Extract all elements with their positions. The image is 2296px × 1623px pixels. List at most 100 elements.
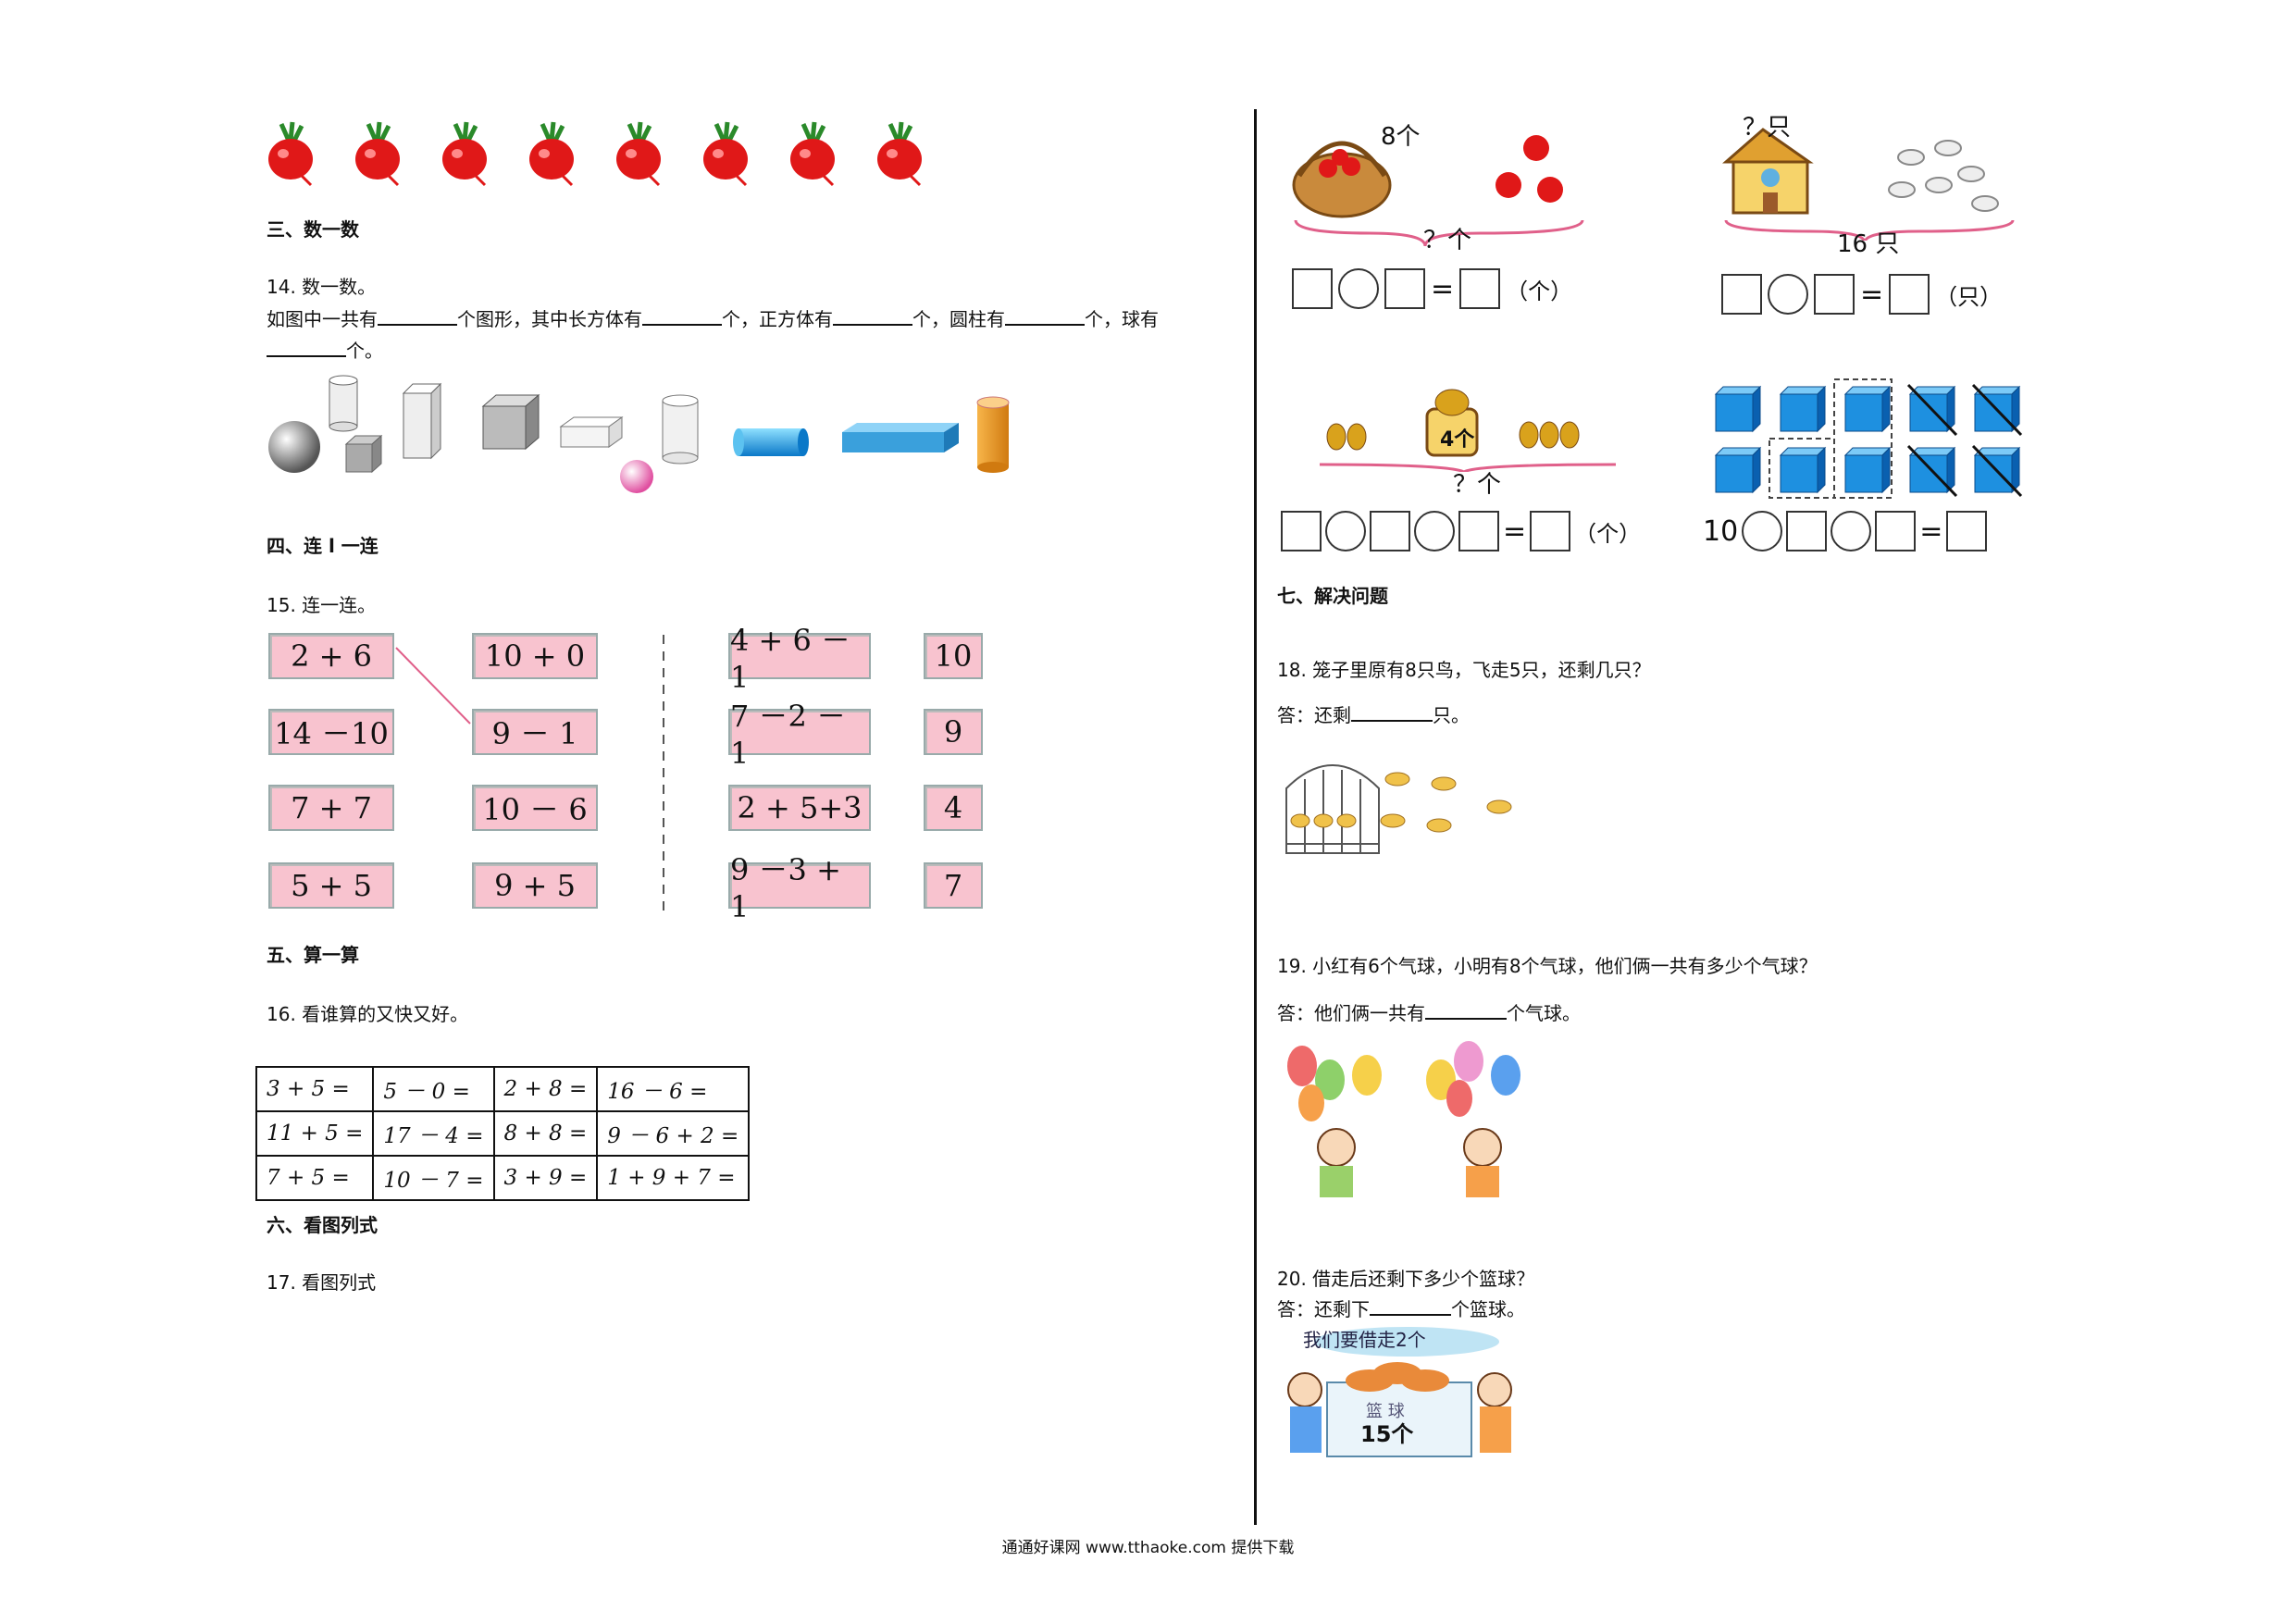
q20-box-count: 15个 <box>1360 1421 1414 1447</box>
calc-row: 11 + 5 =17 － 4 =8 + 8 =9 － 6 + 2 = <box>254 1110 751 1157</box>
operator-circle[interactable] <box>1325 511 1366 551</box>
cube-gray <box>481 393 540 451</box>
child-icon <box>1317 1128 1356 1197</box>
match-box[interactable]: 5 + 5 <box>268 862 394 909</box>
cube-icon <box>1779 446 1827 494</box>
cylinder-small <box>329 375 358 432</box>
q14-blank-total[interactable] <box>378 305 457 326</box>
match-box[interactable]: 9 + 5 <box>472 862 598 909</box>
match-box[interactable]: 7 <box>924 862 983 909</box>
q14-blank-cube[interactable] <box>833 305 912 326</box>
operator-circle[interactable] <box>1742 511 1783 551</box>
match-box[interactable]: 9 <box>924 709 983 755</box>
answer-box[interactable] <box>1459 268 1501 309</box>
q18-birdcage-illustration <box>1285 764 1512 854</box>
match-box[interactable]: 2 + 5+3 <box>728 785 871 831</box>
match-box[interactable]: 7 + 7 <box>268 785 394 831</box>
answer-box[interactable] <box>1458 511 1499 551</box>
q18-blank[interactable] <box>1351 701 1433 722</box>
calc-cell[interactable]: 7 + 5 = <box>254 1155 375 1201</box>
fig1-bottom-label: ？个 <box>1423 227 1472 254</box>
match-box[interactable]: 10 <box>924 633 983 679</box>
cylinder-white <box>662 394 699 465</box>
fig2-equation: =（只） <box>1721 274 2002 315</box>
q16-number: 16. 看谁算的又快又好。 <box>267 1003 469 1025</box>
q14-blank-cuboid[interactable] <box>642 305 722 326</box>
answer-box[interactable] <box>1370 511 1410 551</box>
answer-box[interactable] <box>1875 511 1917 551</box>
q19-answer: 答：他们俩一共有个气球。 <box>1277 999 1581 1026</box>
calc-cell[interactable]: 17 － 4 = <box>372 1110 495 1157</box>
speech-bubble <box>1314 1327 1499 1357</box>
calc-cell[interactable]: 3 + 9 = <box>492 1155 599 1201</box>
fig3-equation: =（个） <box>1281 511 1641 551</box>
calc-cell[interactable]: 8 + 8 = <box>492 1110 599 1157</box>
match-box[interactable]: 9 － 1 <box>472 709 598 755</box>
answer-box[interactable] <box>1281 511 1322 551</box>
calc-cell[interactable]: 2 + 8 = <box>492 1066 599 1112</box>
calc-cell[interactable]: 5 － 0 = <box>372 1066 495 1112</box>
q14-line2: 个。 <box>267 337 383 364</box>
q14-blank-sphere[interactable] <box>267 337 346 357</box>
answer-box[interactable] <box>1530 511 1571 551</box>
pineapple-icon <box>1326 421 1580 451</box>
calc-cell[interactable]: 1 + 9 + 7 = <box>596 1155 751 1201</box>
q19-balloon-children-illustration <box>1287 1041 1520 1197</box>
answer-box[interactable] <box>1292 268 1333 309</box>
calc-cell[interactable]: 9 － 6 + 2 = <box>596 1110 751 1157</box>
fig3-bottom-label: ？个 <box>1453 471 1502 499</box>
operator-circle[interactable] <box>1768 274 1808 315</box>
answer-box[interactable] <box>1786 511 1828 551</box>
answer-box[interactable] <box>1814 274 1855 315</box>
calc-cell[interactable]: 16 － 6 = <box>596 1066 751 1112</box>
section-6-title: 六、看图列式 <box>267 1214 378 1236</box>
match-box[interactable]: 10 + 0 <box>472 633 598 679</box>
balloon-icon <box>1287 1046 1382 1121</box>
radish-icon <box>790 121 835 187</box>
house-icon <box>1722 128 1814 215</box>
radish-icon <box>877 121 922 187</box>
q17-number: 17. 看图列式 <box>267 1271 377 1294</box>
section-7-title: 七、解决问题 <box>1277 585 1388 607</box>
operator-circle[interactable] <box>1414 511 1455 551</box>
calc-cell[interactable]: 10 － 7 = <box>372 1155 495 1201</box>
fig1-strawberries <box>1292 135 1584 247</box>
q20-question: 20. 借走后还剩下多少个篮球？ <box>1277 1268 1535 1290</box>
basketball-box-icon <box>1326 1362 1472 1457</box>
q18-question: 18. 笼子里原有8只鸟，飞走5只，还剩几只？ <box>1277 659 1651 681</box>
cube-icon <box>1971 444 2023 498</box>
answer-box[interactable] <box>1889 274 1930 315</box>
radish-icon <box>616 121 661 187</box>
match-box[interactable]: 14 －10 <box>268 709 394 755</box>
q19-blank[interactable] <box>1425 999 1507 1020</box>
q20-blank[interactable] <box>1370 1295 1451 1316</box>
radish-icon <box>529 121 574 187</box>
match-box[interactable]: 4 <box>924 785 983 831</box>
radish-icon <box>355 121 400 187</box>
bird-icon <box>1888 140 1999 212</box>
calc-row: 7 + 5 =10 － 7 =3 + 9 =1 + 9 + 7 = <box>254 1155 751 1201</box>
answer-box[interactable] <box>1721 274 1762 315</box>
section-5-title: 五、算一算 <box>267 944 359 966</box>
q20-answer: 答：还剩下个篮球。 <box>1277 1295 1525 1322</box>
cylinder-orange <box>976 396 1010 473</box>
basket-icon <box>1292 141 1392 218</box>
radish-icon <box>268 121 313 187</box>
q14-line1: 如图中一共有个图形，其中长方体有个，正方体有个，圆柱有个，球有 <box>267 305 1159 332</box>
operator-circle[interactable] <box>1338 268 1379 309</box>
q18-answer: 答：还剩只。 <box>1277 701 1470 728</box>
fig1-top-label: 8个 <box>1381 123 1421 151</box>
operator-circle[interactable] <box>1831 511 1872 551</box>
bird-icon <box>1290 772 1512 833</box>
calc-cell[interactable]: 3 + 5 = <box>254 1066 375 1112</box>
match-box[interactable]: 10 － 6 <box>472 785 598 831</box>
answer-box[interactable] <box>1946 511 1988 551</box>
calc-cell[interactable]: 11 + 5 = <box>254 1110 375 1157</box>
q14-blank-cylinder[interactable] <box>1005 305 1085 326</box>
answer-box[interactable] <box>1384 268 1425 309</box>
sphere-gray <box>268 421 320 473</box>
match-box[interactable]: 2 + 6 <box>268 633 394 679</box>
fig4-blue-cubes <box>1714 378 2023 499</box>
fig2-bottom-label: 16 只 <box>1837 230 1900 258</box>
